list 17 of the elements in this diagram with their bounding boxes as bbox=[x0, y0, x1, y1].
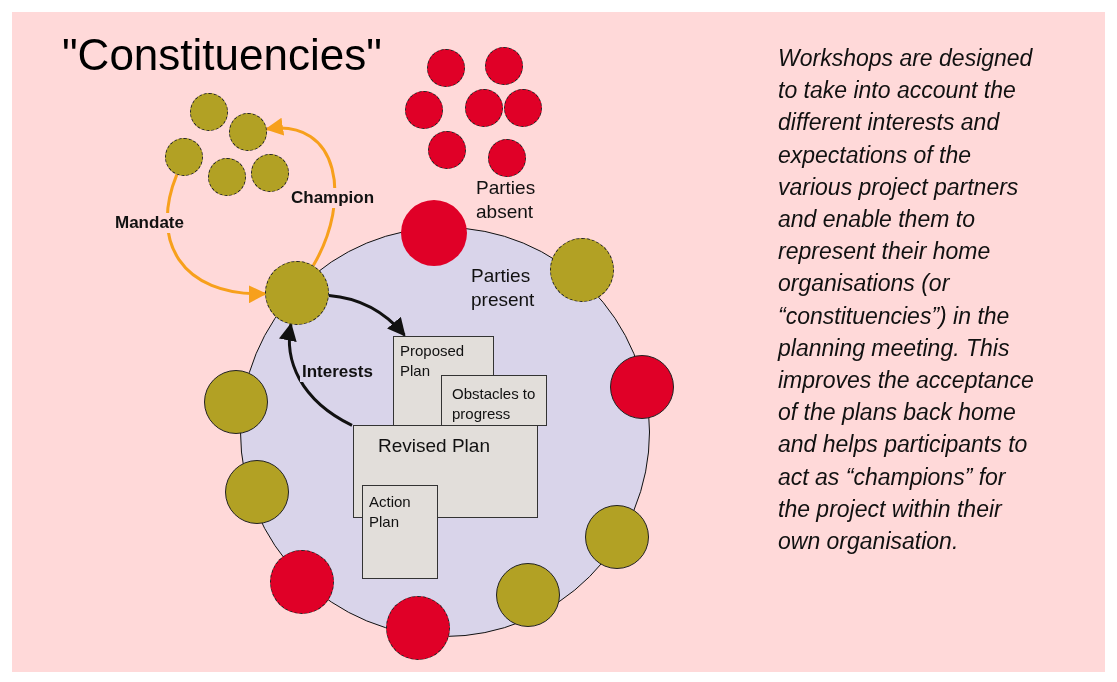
description-paragraph: Workshops are designed to take into account the different interests and expectations of the various project partners and enable them to represent their home organisations (or “constituencies”) in the planning meeting. This improves the acceptance of the plans back home and helps participants to act as “champions” for the project within their own organisation. bbox=[778, 44, 1035, 557]
circle-label: Parties present bbox=[471, 264, 536, 312]
edge-label: Interests bbox=[300, 362, 375, 382]
edge-label: Champion bbox=[289, 188, 377, 208]
plan-title: Action Plan bbox=[369, 492, 412, 532]
arrow bbox=[165, 174, 267, 303]
plan-card bbox=[441, 375, 547, 426]
plan-title: Proposed Plan bbox=[400, 341, 466, 381]
arrow bbox=[265, 119, 337, 267]
plan-title: Obstacles to progress bbox=[452, 384, 536, 424]
plan-card bbox=[362, 485, 438, 579]
arrow bbox=[279, 322, 353, 427]
caption-text: Parties absent bbox=[476, 176, 537, 224]
title: "Constituencies" bbox=[62, 30, 382, 80]
arrow bbox=[328, 294, 406, 337]
edge-label: Mandate bbox=[113, 213, 186, 233]
plan-title: Revised Plan bbox=[378, 434, 491, 458]
